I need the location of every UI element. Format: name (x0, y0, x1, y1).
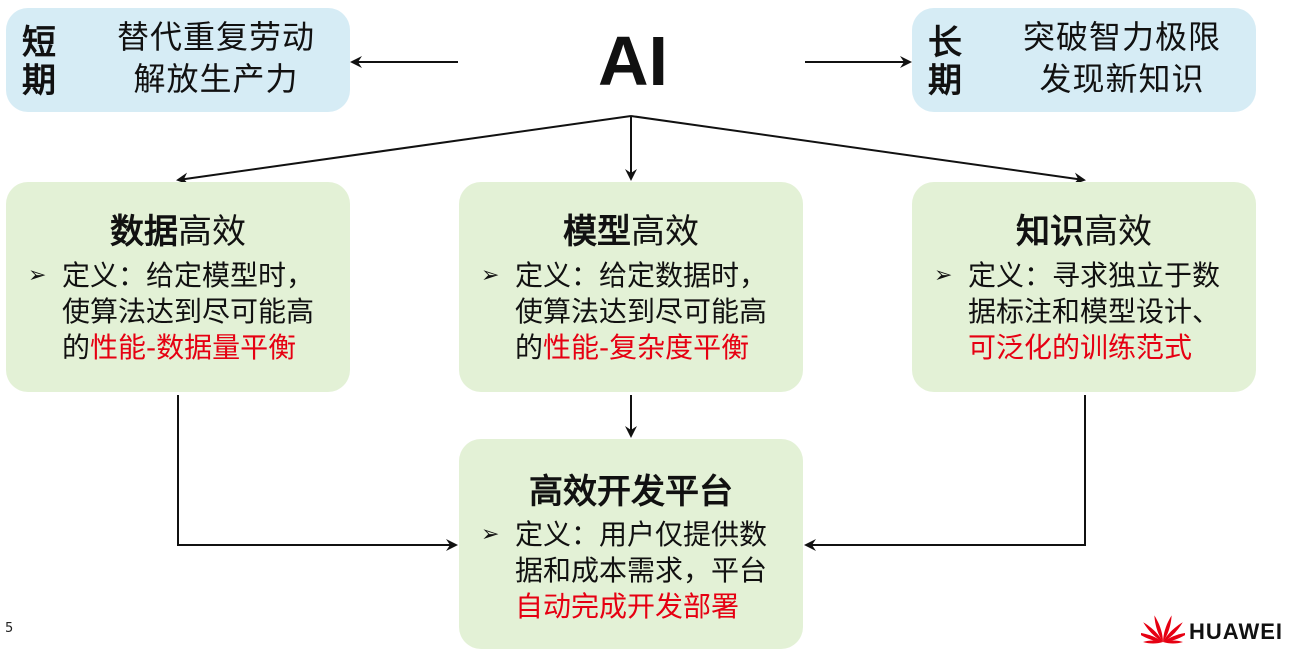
short-term-box: 短 期 替代重复劳动 解放生产力 (6, 8, 350, 112)
model-efficiency-card: 模型高效 ➢ 定义：给定数据时， 使算法达到尽可能高 的性能-复杂度平衡 (459, 182, 803, 392)
bullet-icon: ➢ (934, 263, 953, 288)
data-efficiency-card: 数据高效 ➢ 定义：给定模型时， 使算法达到尽可能高 的性能-数据量平衡 (6, 182, 350, 392)
bullet-icon: ➢ (481, 522, 500, 547)
data-efficiency-definition: ➢ 定义：给定模型时， 使算法达到尽可能高 的性能-数据量平衡 (28, 259, 315, 364)
model-efficiency-title: 模型高效 (563, 212, 699, 252)
long-term-label: 长 期 (928, 23, 962, 101)
huawei-flower-icon (1141, 615, 1185, 644)
short-term-label: 短 期 (22, 23, 56, 101)
arrow-data-to-platform (177, 395, 458, 551)
long-term-text: 突破智力极限 发现新知识 (1022, 18, 1221, 98)
ai-title: AI (598, 22, 668, 100)
knowledge-efficiency-definition: ➢ 定义：寻求独立于数 据标注和模型设计、 可泛化的训练范式 (934, 259, 1221, 364)
arrow-knowledge-to-platform (804, 395, 1086, 551)
long-term-box: 长 期 突破智力极限 发现新知识 (912, 8, 1256, 112)
short-term-text: 替代重复劳动 解放生产力 (116, 18, 315, 98)
huawei-logo-text: HUAWEI (1189, 619, 1283, 644)
efficient-platform-title: 高效开发平台 (529, 472, 733, 512)
knowledge-efficiency-title: 知识高效 (1016, 212, 1152, 252)
arrow-ai-to-knowledge-card (630, 115, 1086, 185)
efficient-platform-card: 高效开发平台 ➢ 定义：用户仅提供数 据和成本需求，平台 自动完成开发部署 (459, 439, 803, 649)
knowledge-efficiency-card: 知识高效 ➢ 定义：寻求独立于数 据标注和模型设计、 可泛化的训练范式 (912, 182, 1256, 392)
data-efficiency-title: 数据高效 (110, 212, 246, 252)
arrow-ai-to-data-card (176, 115, 632, 185)
efficient-platform-definition: ➢ 定义：用户仅提供数 据和成本需求，平台 自动完成开发部署 (481, 518, 768, 623)
bullet-icon: ➢ (28, 263, 47, 288)
bullet-icon: ➢ (481, 263, 500, 288)
huawei-logo: HUAWEI (1141, 612, 1291, 648)
model-efficiency-definition: ➢ 定义：给定数据时， 使算法达到尽可能高 的性能-复杂度平衡 (481, 259, 768, 364)
page-number: 5 (5, 621, 14, 636)
